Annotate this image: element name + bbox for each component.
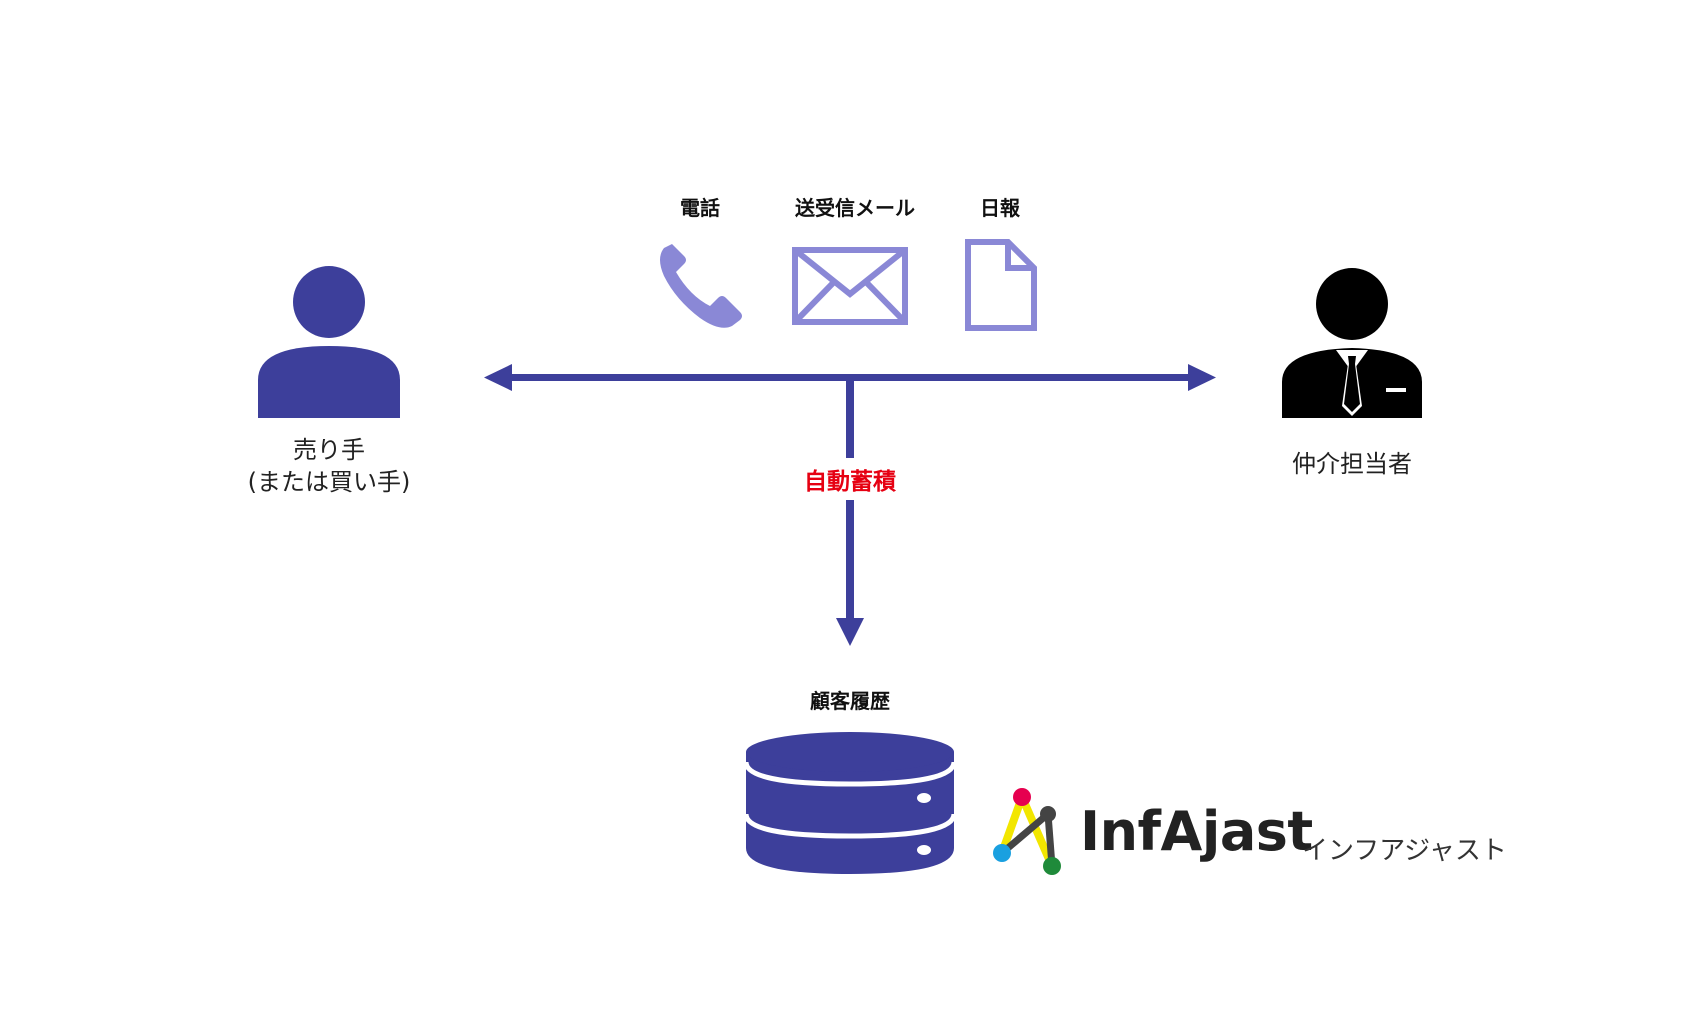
database-icon xyxy=(743,732,957,874)
agent-person-icon xyxy=(1282,268,1422,418)
exchange-arrow xyxy=(484,364,1216,391)
seller-label-line2: (または買い手) xyxy=(247,468,411,496)
accumulate-arrow xyxy=(836,380,864,646)
seller-label: 売り手 (または買い手) xyxy=(219,434,439,498)
brand-kana: インフアジャスト xyxy=(1302,836,1507,866)
report-label: 日報 xyxy=(980,196,1020,220)
envelope-icon xyxy=(792,247,908,325)
document-icon xyxy=(965,239,1037,331)
mail-label: 送受信メール xyxy=(795,196,915,220)
brand-name: InfAjast xyxy=(1080,800,1313,863)
phone-label: 電話 xyxy=(680,196,720,220)
agent-label: 仲介担当者 xyxy=(1292,450,1412,478)
seller-person-icon xyxy=(258,266,400,418)
phone-icon xyxy=(660,244,742,328)
auto-accumulate-label: 自動蓄積 xyxy=(790,458,910,500)
infajast-logo-icon xyxy=(993,788,1061,875)
database-label: 顧客履歴 xyxy=(810,689,890,713)
seller-label-line1: 売り手 xyxy=(293,436,365,464)
